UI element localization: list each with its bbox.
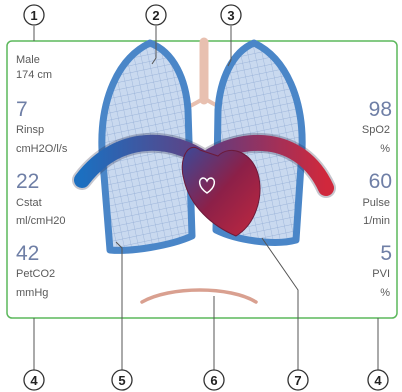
cstat-value: 22 (16, 170, 39, 193)
callout-7: 7 (288, 370, 308, 390)
patient-sex: Male (16, 54, 40, 66)
petco2-label: PetCO2 (16, 268, 55, 280)
callout-2: 2 (146, 5, 166, 25)
callout-4-left: 4 (24, 370, 44, 390)
pvi-unit: % (380, 287, 390, 299)
spo2-label: SpO2 (362, 124, 390, 136)
callout-4-right: 4 (368, 370, 388, 390)
rinsp-value: 7 (16, 98, 28, 121)
rinsp-unit: cmH2O/l/s (16, 143, 68, 155)
callout-1: 1 (24, 5, 44, 25)
pulse-value: 60 (369, 170, 392, 193)
pvi-label: PVI (372, 268, 390, 280)
cstat-unit: ml/cmH20 (16, 215, 66, 227)
svg-text:7: 7 (294, 373, 301, 388)
svg-text:6: 6 (210, 373, 217, 388)
cstat-label: Cstat (16, 197, 42, 209)
spo2-unit: % (380, 143, 390, 155)
rinsp-label: Rinsp (16, 124, 44, 136)
pvi-value: 5 (380, 242, 392, 265)
diaphragm (142, 290, 256, 302)
svg-text:1: 1 (30, 8, 37, 23)
svg-text:2: 2 (152, 8, 159, 23)
callout-3: 3 (221, 5, 241, 25)
svg-text:4: 4 (30, 373, 38, 388)
pulse-label: Pulse (362, 197, 390, 209)
svg-text:4: 4 (374, 373, 382, 388)
svg-text:3: 3 (227, 8, 234, 23)
svg-text:5: 5 (118, 373, 125, 388)
callout-5: 5 (112, 370, 132, 390)
petco2-unit: mmHg (16, 287, 48, 299)
petco2-value: 42 (16, 242, 39, 265)
callout-6: 6 (204, 370, 224, 390)
spo2-value: 98 (369, 98, 392, 121)
pulse-unit: 1/min (363, 215, 390, 227)
patient-height: 174 cm (16, 69, 52, 81)
